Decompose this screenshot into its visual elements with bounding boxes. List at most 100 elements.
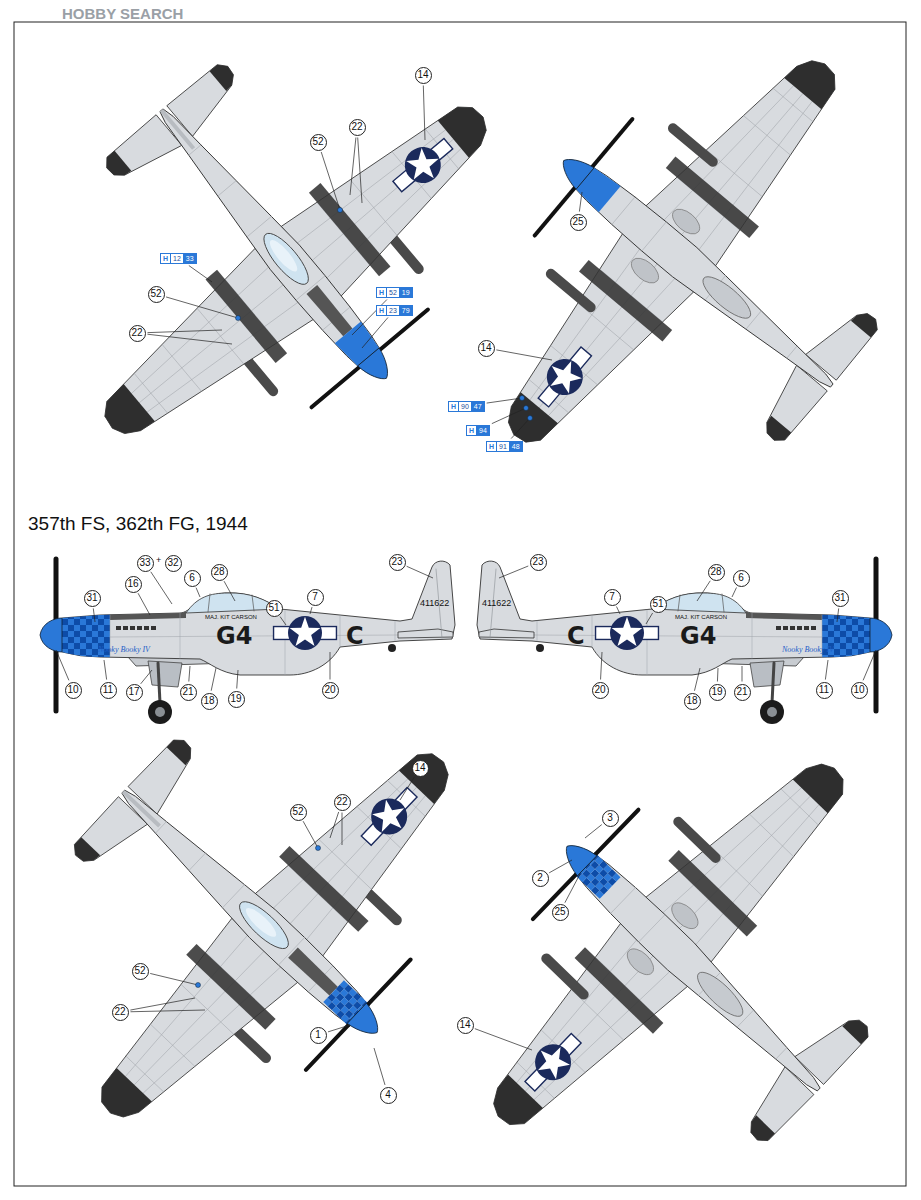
left-profile xyxy=(62,613,68,619)
top-view-upper xyxy=(210,60,240,91)
left-profile xyxy=(110,612,186,620)
top-view-upper xyxy=(197,308,244,364)
right-profile xyxy=(767,707,777,717)
right-profile xyxy=(852,655,858,661)
callout-number: 33 xyxy=(137,555,154,572)
left-profile xyxy=(137,626,142,630)
leader-lines xyxy=(717,668,719,682)
top-view-upper xyxy=(218,181,236,196)
left-profile xyxy=(148,661,182,687)
top-view-lower xyxy=(242,904,279,940)
callout-number: 19 xyxy=(709,684,726,701)
right-profile xyxy=(852,637,858,643)
leader-lines xyxy=(237,670,238,689)
left-profile xyxy=(86,643,92,649)
left-profile xyxy=(68,637,74,643)
leader-lines xyxy=(321,152,340,210)
left-profile xyxy=(86,649,92,655)
right-profile xyxy=(828,619,834,625)
right-profile xyxy=(840,619,846,625)
callout-number: 11 xyxy=(100,682,117,699)
left-profile xyxy=(92,649,98,655)
leader-lines xyxy=(646,613,653,624)
left-profile xyxy=(208,594,210,612)
right-profile xyxy=(846,655,852,661)
underside-view-lower xyxy=(667,898,703,933)
top-view-upper xyxy=(257,227,315,290)
callout-number: 6 xyxy=(184,570,201,587)
leader-lines xyxy=(837,608,839,622)
leader-lines xyxy=(342,813,343,846)
top-view-lower xyxy=(134,948,265,1086)
callout-number: 22 xyxy=(334,794,351,811)
top-view-lower xyxy=(0,616,544,1200)
underside-view-lower xyxy=(678,795,810,932)
right-profile xyxy=(864,643,870,649)
underside-view-lower xyxy=(399,672,921,1200)
paint-code: 90 xyxy=(458,401,472,412)
top-view-lower xyxy=(364,791,415,842)
callout-number: 10 xyxy=(65,682,82,699)
callout-number: 22 xyxy=(129,325,146,342)
right-profile xyxy=(840,631,846,637)
underside-view-upper xyxy=(851,308,882,338)
left-profile xyxy=(86,655,92,661)
underside-view-upper xyxy=(743,116,790,155)
underside-view-lower xyxy=(557,836,597,876)
leader-lines xyxy=(151,572,172,604)
callout-number: 1 xyxy=(310,1027,327,1044)
left-profile xyxy=(92,643,98,649)
national-insignia xyxy=(288,616,322,650)
left-profile xyxy=(104,637,110,643)
right-profile xyxy=(776,626,781,630)
right-profile xyxy=(858,631,864,637)
leader-lines xyxy=(400,777,414,800)
leader-lines xyxy=(579,192,582,212)
underside-view-lower xyxy=(688,805,825,946)
left-profile xyxy=(74,637,80,643)
leader-lines xyxy=(56,85,876,1084)
left-profile xyxy=(80,625,86,631)
right-profile xyxy=(479,629,534,638)
left-profile xyxy=(62,561,455,675)
callout-number: 25 xyxy=(570,214,587,231)
nose-art: Nooky Booky IV xyxy=(98,646,150,654)
watermark: HOBBY SEARCH xyxy=(62,6,183,21)
right-profile xyxy=(840,625,846,631)
callout-number: 3 xyxy=(602,810,619,827)
right-profile xyxy=(772,663,774,703)
callout-number: 51 xyxy=(650,596,667,613)
underside-view-lower xyxy=(776,1048,787,1060)
right-profile xyxy=(846,637,852,643)
position-dot xyxy=(316,846,321,851)
right-profile xyxy=(858,643,864,649)
right-profile xyxy=(811,626,816,630)
left-profile xyxy=(74,613,80,619)
underside-view-upper xyxy=(642,222,666,251)
position-dot xyxy=(196,208,533,988)
right-profile xyxy=(864,655,870,661)
aircraft-code: G4 xyxy=(216,624,252,648)
leader-lines xyxy=(141,670,152,684)
right-profile xyxy=(746,612,822,620)
top-view-upper xyxy=(0,0,572,534)
leader-lines xyxy=(511,418,530,439)
callout-number: 18 xyxy=(201,693,218,710)
top-view-upper xyxy=(102,151,132,182)
underside-view-lower xyxy=(793,753,854,813)
right-profile xyxy=(834,625,840,631)
right-profile xyxy=(828,625,834,631)
callout-number: 22 xyxy=(349,119,366,136)
callout-number: 20 xyxy=(322,682,339,699)
national-insignia xyxy=(612,617,643,646)
aircraft-code: G4 xyxy=(680,624,716,648)
leader-lines xyxy=(138,593,150,615)
right-profile xyxy=(852,631,858,637)
top-view-lower xyxy=(167,735,198,765)
right-profile xyxy=(822,625,828,631)
right-profile xyxy=(822,631,828,637)
underside-view-lower xyxy=(692,966,749,1022)
position-dot xyxy=(196,983,201,988)
callout-number: 22 xyxy=(112,1004,129,1021)
